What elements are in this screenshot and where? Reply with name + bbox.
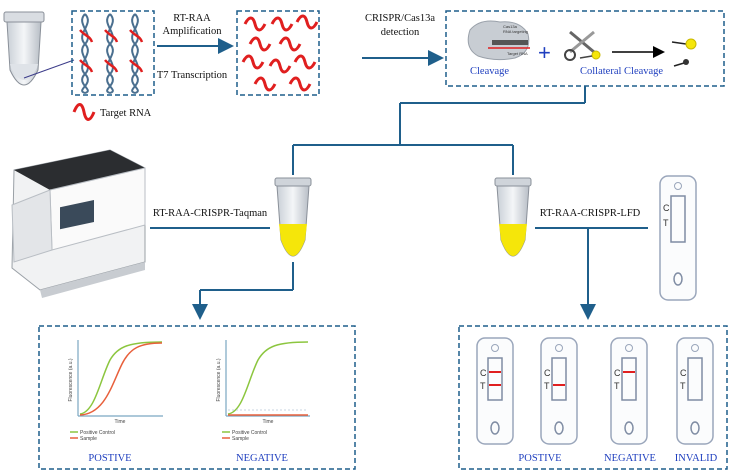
cas13a-mini-label: Cas13a [503,24,518,29]
strip-invalid-c: C [680,368,687,378]
target-rna-label: Target RNA [100,108,152,119]
strip-positive2-t: T [544,381,550,391]
lfd-tube [494,177,532,257]
sample-curve [79,342,163,416]
plot2-legend-sample: Sample [232,436,249,442]
plot2-xlabel: Time [263,419,274,425]
target-rna-mini-label: Target RNA [507,51,528,56]
negative-plot: Fluorescence (a.u.) Time Positive Contro… [216,340,310,464]
taqman-method-label: RT-RAA-CRISPR-Taqman [153,208,268,219]
step-amplification: Amplification [163,26,223,37]
lfd-method-label: RT-RAA-CRISPR-LFD [540,208,641,219]
plot1-xlabel: Time [115,419,126,425]
strip-positive: C T POSTIVE [476,337,562,464]
strip-invalid: C T INVALID [675,337,718,464]
cas13a-complex-icon: Cas13a RNA targeting Target RNA [467,20,530,61]
positive-plot: Fluorescence (a.u.) Time Positive Contro… [68,340,163,464]
step-rt-raa: RT-RAA [173,13,211,24]
qpcr-instrument [11,149,146,298]
lfd-results-box [458,325,728,470]
collateral-cleavage-label: Collateral Cleavage [580,66,663,77]
strip-example-c: C [663,203,670,213]
dna-box [71,10,155,96]
step-detection: detection [381,27,420,38]
cleaved-reporter-icon [671,38,697,67]
strip-invalid-t: T [680,381,686,391]
lfd-strip-example: C T [659,175,697,301]
step-crispr: CRISPR/Cas13a [365,13,435,24]
taqman-results-box [38,325,356,470]
plot1-legend-sample: Sample [80,436,97,442]
rna-targeting-mini-label: RNA targeting [503,29,528,34]
plot1-result-label: POSTIVE [88,453,131,464]
cleavage-label: Cleavage [470,66,509,77]
rna-box [236,10,320,96]
plot2-ylabel: Fluorescence (a.u.) [216,358,222,401]
plus-icon: + [538,40,551,65]
sample-tube [3,11,75,86]
strip-negative-c: C [614,368,621,378]
strip-positive-c: C [480,368,487,378]
positive-control-curve [79,341,163,415]
step-t7-transcription: T7 Transcription [157,70,228,81]
strip-invalid-label: INVALID [675,453,718,464]
strip-positive-label: POSTIVE [518,453,561,464]
plot2-legend-positive: Positive Control [232,430,267,436]
scissors-icon [564,30,601,61]
strip-negative-label: NEGATIVE [604,453,656,464]
branch-connector [292,86,586,175]
plot2-result-label: NEGATIVE [236,453,288,464]
strip-example-t: T [663,218,669,228]
strip-negative-t: T [614,381,620,391]
plot1-legend-positive: Positive Control [80,430,115,436]
strip-positive-2: C T [540,337,578,445]
plot1-ylabel: Fluorescence (a.u.) [68,358,74,401]
target-rna-icon [72,103,96,121]
strip-negative: C T NEGATIVE [604,337,656,464]
strip-positive-t: T [480,381,486,391]
cleavage-box: Cas13a RNA targeting Target RNA Cleavage… [445,10,725,87]
negative-positive-control-curve [227,341,309,415]
taqman-tube [274,177,312,257]
strip-positive2-c: C [544,368,551,378]
